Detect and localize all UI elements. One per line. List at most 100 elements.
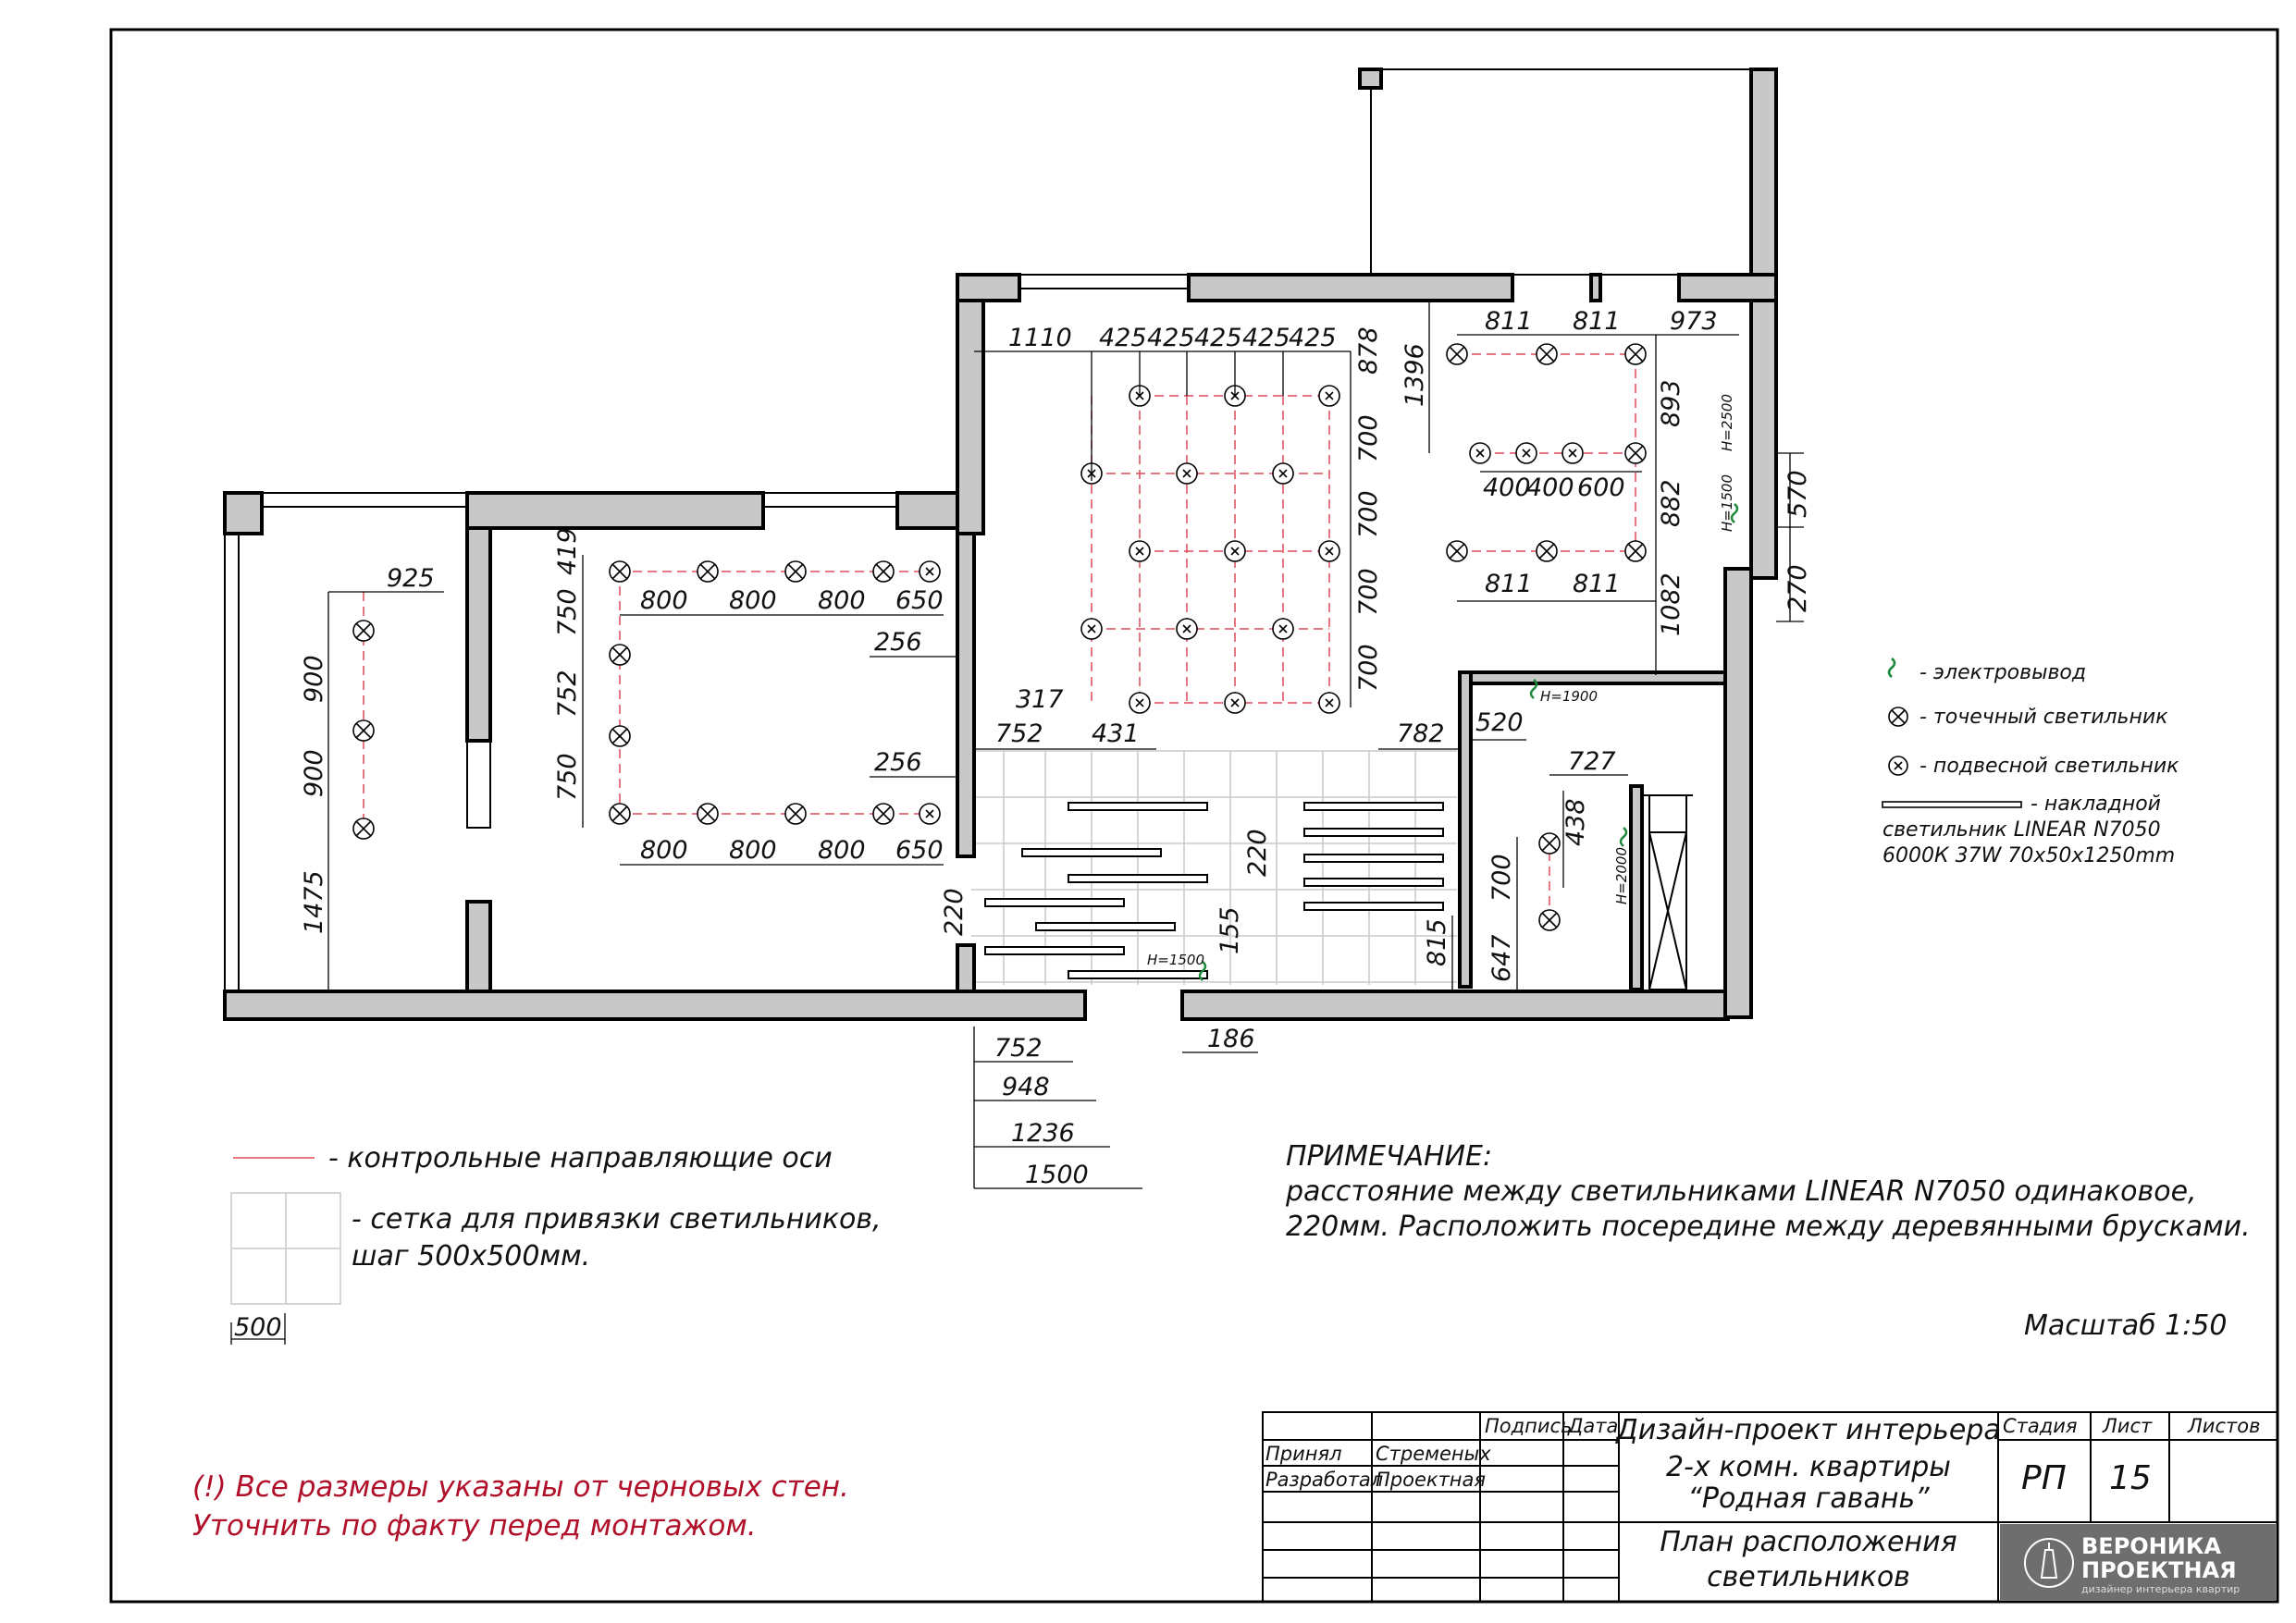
legend-right: - электровывод - точечный светильник - п…	[1882, 658, 2179, 867]
dim-647: 647	[1487, 934, 1516, 982]
dim-650-b: 650	[895, 836, 944, 865]
pendant-light	[1080, 618, 1103, 640]
dim-750-b: 750	[553, 753, 582, 801]
legend-grid-2: шаг 500х500мм.	[352, 1240, 590, 1273]
dim-400-a: 400	[1483, 473, 1531, 502]
spot-light	[609, 725, 631, 747]
dim-425-d: 425	[1242, 324, 1290, 352]
legend-spot: - точечный светильник	[1920, 706, 2168, 729]
designer-logo: ВЕРОНИКА ПРОЕКТНАЯ дизайнер интерьера кв…	[2000, 1524, 2276, 1600]
dim-800-b: 800	[729, 586, 777, 615]
height-1900: H=1900	[1540, 688, 1598, 705]
pendant-light	[1272, 618, 1294, 640]
pendant-lights	[919, 385, 1584, 825]
dim-520: 520	[1475, 708, 1524, 737]
height-1500-a: H=1500	[1719, 474, 1735, 532]
dim-700-e: 700	[1487, 854, 1516, 902]
dim-800-f: 800	[818, 836, 866, 865]
dim-186: 186	[1207, 1025, 1255, 1053]
dim-431: 431	[1092, 719, 1140, 748]
dim-948: 948	[1002, 1073, 1050, 1101]
dim-800-d: 800	[640, 836, 688, 865]
pendant-light	[1272, 462, 1294, 485]
dim-925: 925	[387, 564, 435, 593]
dim-750-a: 750	[553, 588, 582, 636]
tb-stage: РП	[2021, 1459, 2067, 1497]
dim-973: 973	[1670, 307, 1718, 336]
spot-light	[1536, 343, 1558, 365]
dim-256-b: 256	[874, 748, 922, 777]
dim-425-a: 425	[1099, 324, 1147, 352]
dim-800-a: 800	[640, 586, 688, 615]
height-1500-b: H=1500	[1147, 952, 1204, 968]
dim-752: 752	[553, 670, 582, 718]
dim-1475: 1475	[300, 870, 328, 934]
pendant-light	[1129, 540, 1151, 562]
dim-882: 882	[1657, 479, 1685, 527]
spot-light	[872, 560, 895, 583]
control-axes	[363, 353, 1636, 920]
pendant-light	[1176, 462, 1198, 485]
dim-800-e: 800	[729, 836, 777, 865]
dim-893: 893	[1657, 379, 1685, 427]
legend-pendant: - подвесной светильник	[1920, 755, 2179, 778]
spot-light	[784, 560, 807, 583]
dim-811-c: 811	[1485, 570, 1533, 598]
spot-light	[1538, 909, 1561, 931]
spot-light	[1538, 832, 1561, 855]
legend-grid-size: 500	[234, 1313, 282, 1342]
outlet-icon	[1887, 658, 1896, 678]
height-2500: H=2500	[1719, 394, 1735, 451]
title-block: Подпись Дата Принял Стременых Разработал…	[1262, 1411, 2278, 1603]
dim-1236: 1236	[1011, 1119, 1075, 1148]
legend-axes: - контрольные направляющие оси	[328, 1142, 833, 1174]
tb-col-sign: Подпись	[1485, 1415, 1572, 1437]
spot-light	[1624, 540, 1647, 562]
legend-grid-1: - сетка для привязки светильников,	[352, 1203, 882, 1236]
pendant-light	[919, 803, 941, 825]
tb-stage-label: Стадия	[2003, 1415, 2078, 1437]
note-heading: ПРИМЕЧАНИЕ:	[1286, 1140, 1492, 1173]
dim-700-d: 700	[1354, 644, 1383, 692]
pendant-light	[1224, 540, 1246, 562]
linear-fixtures	[984, 802, 1444, 979]
dim-1500: 1500	[1025, 1161, 1089, 1189]
dim-1396: 1396	[1401, 343, 1429, 407]
spot-light	[697, 803, 719, 825]
pendant-light	[1318, 692, 1340, 714]
spot-light	[352, 818, 375, 840]
dim-419: 419	[553, 527, 582, 575]
spot-light	[872, 803, 895, 825]
tb-sheets-label: Листов	[2187, 1415, 2260, 1437]
dim-270: 270	[1784, 564, 1812, 612]
pendant-light	[1318, 540, 1340, 562]
spot-light	[1536, 540, 1558, 562]
dim-815: 815	[1423, 918, 1451, 966]
pendant-light-icon	[1888, 756, 1908, 776]
tb-sheet-title-1: План расположения	[1660, 1526, 1957, 1558]
tb-role-accepted: Принял	[1265, 1443, 1342, 1465]
sheet-frame	[109, 28, 2279, 1604]
dim-317: 317	[1016, 685, 1064, 714]
legend-outlet: - электровывод	[1920, 661, 2086, 684]
dim-700-c: 700	[1354, 568, 1383, 616]
tb-name-developed: Проектная	[1376, 1469, 1486, 1491]
tb-col-date: Дата	[1567, 1415, 1618, 1437]
dim-400-b: 400	[1526, 473, 1574, 502]
alignment-grid	[971, 750, 1457, 985]
pendant-light	[1318, 385, 1340, 407]
spot-light	[1446, 343, 1468, 365]
dim-1110: 1110	[1008, 324, 1072, 352]
pendant-light	[1176, 618, 1198, 640]
spot-light	[609, 803, 631, 825]
legend-left: - контрольные направляющие оси - сетка д…	[230, 1142, 882, 1345]
tb-project-2: 2-х комн. квартиры	[1666, 1451, 1951, 1483]
spot-light-icon	[1888, 707, 1908, 727]
pendant-light	[1469, 442, 1491, 464]
dim-900-b: 900	[300, 749, 328, 797]
spot-light	[1624, 442, 1647, 464]
spot-light	[697, 560, 719, 583]
tb-name-accepted: Стременых	[1376, 1443, 1491, 1465]
notes: ПРИМЕЧАНИЕ: расстояние между светильника…	[192, 1140, 2251, 1543]
